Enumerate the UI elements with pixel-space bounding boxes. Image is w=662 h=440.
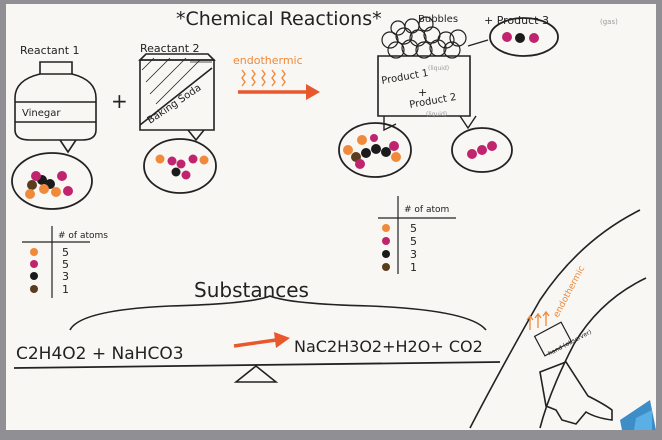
product3-state: (gas) [600, 18, 618, 26]
legend-right-count: 1 [410, 261, 417, 274]
legend-left-count: 1 [62, 283, 69, 296]
legend-left-count: 5 [62, 258, 69, 271]
balance-fulcrum [233, 364, 279, 383]
legend-right-count: 5 [410, 235, 417, 248]
legend-left-count: 3 [62, 270, 69, 283]
reactants-plus: + [111, 89, 128, 113]
bubbles-cluster [381, 16, 467, 59]
reactant2-heading: Reactant 2 [140, 42, 200, 55]
heat-arrows [241, 69, 286, 87]
atoms-legend-left [22, 226, 90, 298]
reactant1-heading: Reactant 1 [20, 44, 80, 57]
legend-right-header: # of atom [404, 205, 449, 215]
balance-beam [13, 361, 501, 369]
products-plus: + [418, 86, 427, 99]
equation-reactants: C2H4O2 + NaHCO3 [16, 344, 184, 364]
legend-left-count: 5 [62, 246, 69, 259]
endothermic-label: endothermic [233, 54, 303, 67]
legend-right-count: 3 [410, 248, 417, 261]
reaction-arrow [238, 84, 320, 100]
hand-heat-arrows [526, 310, 550, 330]
atoms-legend-right [378, 196, 456, 274]
bubbles-label: Bubbles [418, 14, 458, 25]
product1-state: (liquid) [428, 65, 449, 72]
equation-arrow [233, 332, 290, 348]
legend-left-header: # of atoms [58, 231, 108, 241]
product2-state: (liquid) [426, 111, 447, 118]
product1-molecule-bubble [338, 116, 412, 178]
product-container [377, 55, 471, 117]
substances-label: Substances [194, 278, 309, 302]
baking-soda-box [138, 53, 216, 131]
legend-right-count: 5 [410, 222, 417, 235]
tape [634, 410, 652, 430]
product3-molecule-bubble [467, 17, 559, 57]
poster-title: *Chemical Reactions* [176, 8, 382, 30]
vinegar-molecule-bubble [11, 139, 93, 210]
equation-products: NaC2H3O2+H2O+ CO2 [294, 337, 483, 356]
poster-paper [6, 4, 656, 430]
observer-arm [469, 209, 647, 429]
product2-molecule-bubble [451, 115, 513, 173]
substances-brace [69, 295, 487, 331]
vinegar-bottle [14, 61, 97, 141]
baking-soda-molecule-bubble [143, 129, 217, 194]
hand-label-box [533, 321, 573, 357]
vinegar-label: Vinegar [22, 108, 61, 119]
